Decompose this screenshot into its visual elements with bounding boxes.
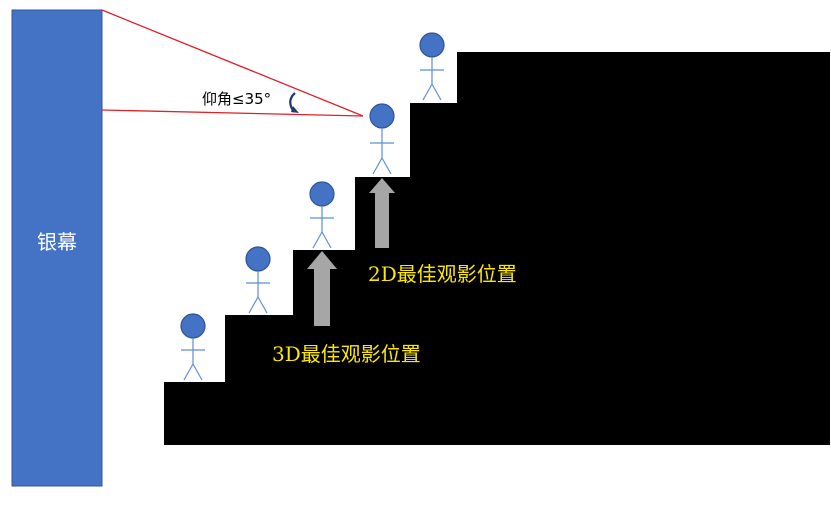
sight-line-bottom: [101, 109, 364, 117]
elevation-angle-label: 仰角≤35°: [202, 90, 272, 108]
person-figure: [180, 313, 206, 381]
sight-line-top: [101, 9, 364, 117]
cinema-screen: [11, 9, 103, 487]
up-arrow-2d: [369, 178, 395, 248]
angle-arc-icon: [289, 92, 299, 113]
best-position-3d-label: 3D最佳观影位置: [272, 342, 421, 366]
screen-label: 银幕: [37, 230, 77, 254]
best-position-2d-label: 2D最佳观影位置: [368, 262, 517, 286]
person-figure: [245, 246, 271, 314]
up-arrow-3d: [307, 251, 337, 326]
person-figure: [309, 181, 335, 249]
person-figure: [369, 103, 395, 175]
stepped-seating: [164, 52, 830, 445]
person-figure: [419, 32, 445, 101]
